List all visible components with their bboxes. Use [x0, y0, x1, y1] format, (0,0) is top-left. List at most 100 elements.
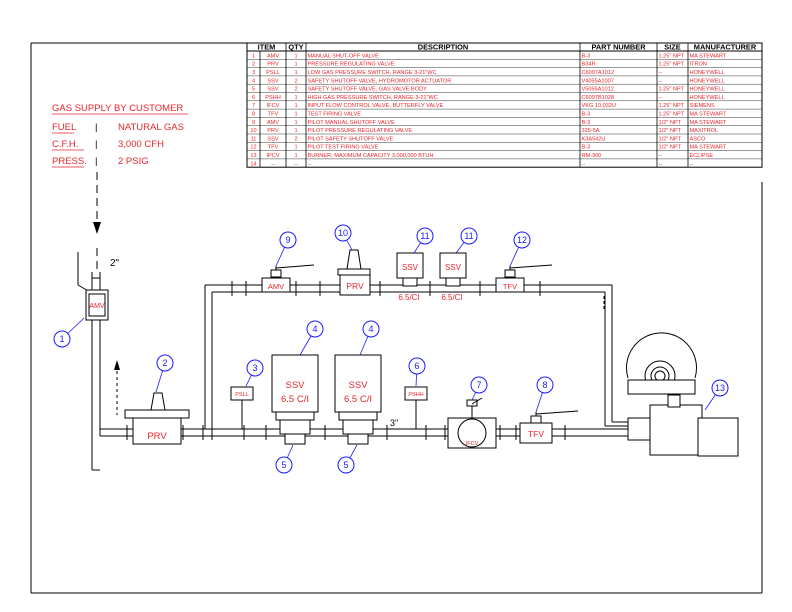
press-label: PRESS. [52, 156, 87, 167]
bom-cell: K3A542U [582, 136, 606, 142]
item-balloon [513, 231, 531, 249]
main-pipe-size: 3" [390, 418, 398, 428]
bom-cell: 1 [294, 120, 297, 126]
inlet-pipe-size: 2" [110, 258, 120, 269]
bom-cell: MA STEWART [690, 145, 727, 151]
bom-cell: SSV [267, 136, 278, 142]
amv-main-label: AMV [89, 303, 105, 310]
bom-cell: PILOT MANUAL SHUTOFF VALVE [308, 120, 396, 126]
fuel-sep: | [95, 122, 97, 133]
bom-cell: 1 [252, 53, 255, 59]
ifcv-butterfly-valve: IFCV [447, 397, 497, 449]
bom-cell: AMV [267, 53, 279, 59]
bom-cell: TFV [268, 112, 279, 118]
bom-cell: 5 [252, 87, 255, 93]
bom-cell: 1 [294, 153, 297, 159]
ssv-a-rating: 6.5 C/I [281, 394, 309, 405]
bom-cell: RM-300 [582, 153, 602, 159]
bom-cell: 9 [252, 120, 255, 126]
item-balloon-number: 11 [464, 231, 473, 241]
ssv-pilot-b-label: SSV [445, 263, 462, 272]
bom-cell: 2 [252, 62, 255, 68]
item-balloon [416, 227, 434, 245]
ssv-pilot-b-rating: 6.5/CI [441, 293, 462, 302]
bom-cell: PILOT SAFETY SHUTOFF VALVE [308, 136, 394, 142]
item-balloon-number: 4 [368, 324, 373, 334]
bom-cell: 2 [294, 136, 297, 142]
item-balloon [711, 379, 729, 397]
bom-cell: -- [690, 161, 694, 167]
gas-supply-note: GAS SUPPLY BY CUSTOMER FUEL | NATURAL GA… [52, 103, 188, 168]
bom-cell: 12 [250, 145, 256, 151]
bom-cell: TFV [268, 145, 279, 151]
bom-cell: 2 [294, 78, 297, 84]
bom-cell: 1/2" NPT [659, 128, 682, 134]
bom-header-cell: ITEM [258, 43, 276, 52]
ssv-pilot-b-valve: SSV 6.5/CI [439, 252, 467, 302]
bom-cell: IPCV [266, 153, 279, 159]
bom-cell: VKG 10.032U [582, 103, 617, 109]
bom-cell: HONEYWELL [690, 95, 725, 101]
item-balloon-number: 7 [476, 380, 481, 390]
pshh-switch: PSHH [404, 386, 428, 429]
bom-header-cell: MANUFACTURER [694, 43, 757, 52]
bom-cell: 7 [252, 103, 255, 109]
bom-cell: -- [271, 161, 275, 167]
bom-cell: SAFETY SHUTOFF VALVE, GAS VALVE BODY [308, 87, 428, 93]
bom-cell: 1 [294, 103, 297, 109]
bom-cell: 1 [294, 53, 297, 59]
fuel-label: FUEL [52, 122, 76, 133]
component-symbols: AMV PRV PSLL SSV 6.5 C/I SSV 6.5 C [77, 249, 739, 457]
bom-cell: BURNER, MAXIMUM CAPACITY 3,000,000 BTUH [308, 153, 434, 159]
bom-cell: 1.25" NPT [659, 112, 685, 118]
bom-cell: 6 [252, 95, 255, 101]
bom-cell: B-3 [582, 53, 591, 59]
bom-cell: 1.25" NPT [659, 87, 685, 93]
item-balloon [470, 376, 488, 394]
bom-cell: -- [294, 161, 298, 167]
item-balloon-number: 8 [542, 380, 547, 390]
bom-cell: 4 [252, 78, 255, 84]
bom-cell: 14 [250, 161, 256, 167]
ssv-pilot-a-rating: 6.5/CI [398, 293, 419, 302]
bom-cell: SSV [267, 78, 278, 84]
cfh-label: C.F.H. [52, 139, 78, 150]
drawing-border [30, 42, 763, 594]
bom-cell: V5055A1012 [582, 87, 614, 93]
item-balloon-number: 9 [285, 235, 290, 245]
item-balloon [536, 376, 554, 394]
item-balloon-number: 11 [420, 231, 429, 241]
bom-cell: B-3 [582, 112, 591, 118]
bom-cell: MA STEWART [690, 120, 727, 126]
item-balloon [156, 354, 174, 372]
bom-cell: 1 [294, 128, 297, 134]
bom-cell: MAXITROL [690, 128, 719, 134]
bom-cell: ECLIPSE [690, 153, 714, 159]
bom-cell: SAFETY SHUTOFF VALVE, HYDROMOTOR ACTUATO… [308, 78, 452, 84]
bom-cell: IFCV [267, 103, 280, 109]
bom-cell: 1.25" NPT [659, 62, 685, 68]
tfv-main-label: TFV [528, 429, 544, 439]
press-sep: | [95, 156, 97, 167]
bom-header-cell: SIZE [664, 43, 680, 52]
bom-cell: AMV [267, 120, 279, 126]
bom-cell: MANUAL SHUT-OFF VALVE [308, 53, 380, 59]
bom-cell: 1 [294, 112, 297, 118]
cfh-value: 3,000 CFH [118, 139, 164, 150]
bom-cell: -- [659, 78, 663, 84]
item-balloon-number: 12 [517, 235, 527, 245]
bom-cell: B-3 [582, 120, 591, 126]
bom-cell: -- [308, 161, 312, 167]
bom-cell: PSHH [265, 95, 281, 101]
bom-cell: -- [659, 95, 663, 101]
item-balloon-number: 5 [343, 460, 348, 470]
psll-switch: PSLL [230, 386, 254, 429]
bom-cell: 1 [294, 95, 297, 101]
item-balloon [279, 231, 297, 249]
ssv-b-valve: SSV 6.5 C/I [334, 354, 382, 445]
item-balloon [246, 359, 264, 377]
bom-cell: HONEYWELL [690, 70, 725, 76]
